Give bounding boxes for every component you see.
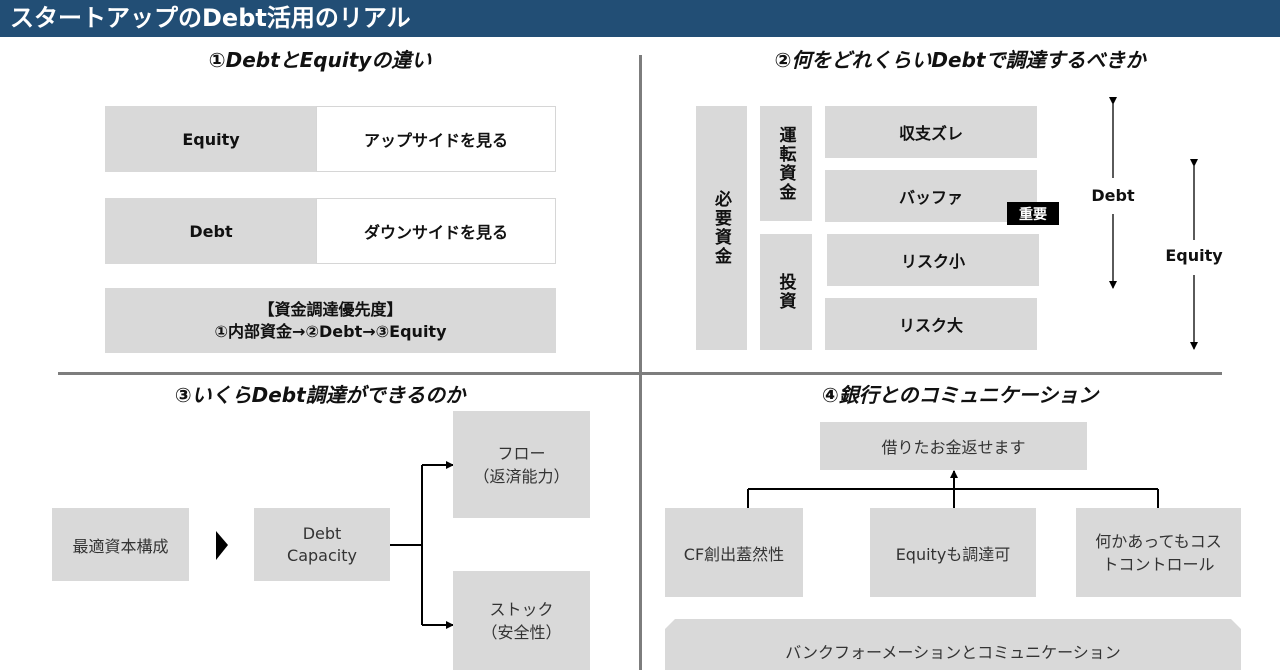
investment-box: 投資	[760, 234, 812, 350]
debt-capacity-box: Debt Capacity	[254, 508, 390, 581]
section4-title: ④銀行とのコミュニケーション	[821, 383, 1099, 407]
stock-sublabel: （安全性）	[481, 622, 562, 642]
page-header: スタートアップのDebt活用のリアル	[0, 0, 1280, 37]
equity-fundable-box: Equityも調達可	[870, 508, 1036, 597]
debt-desc: ダウンサイドを見る	[363, 223, 508, 242]
high-risk-box: リスク大	[825, 298, 1037, 350]
flow-sublabel: （返済能力）	[473, 466, 570, 486]
equity-label-box: Equity	[105, 106, 317, 172]
optimal-capital-structure-box: 最適資本構成	[52, 508, 189, 581]
can-repay-label: 借りたお金返せます	[881, 438, 1026, 457]
equity-desc: アップサイドを見る	[363, 131, 508, 150]
bank-formation-box: バンクフォーメーションとコミュニケーション	[665, 619, 1241, 670]
debt-range-label: Debt	[1085, 186, 1141, 208]
working-capital-label: 運転資金	[775, 125, 796, 202]
cashflow-gap-label: 収支ズレ	[898, 124, 963, 143]
can-repay-box: 借りたお金返せます	[820, 422, 1087, 470]
required-funds-label: 必要資金	[711, 190, 731, 266]
cost-control-line2: トコントロール	[1102, 554, 1215, 574]
page-title: スタートアップのDebt活用のリアル	[10, 4, 411, 32]
optimal-capital-structure-label: 最適資本構成	[72, 536, 169, 556]
buffer-label: バッファ	[898, 188, 963, 207]
cost-control-box: 何かあってもコス トコントロール	[1076, 508, 1241, 597]
cost-control-line1: 何かあってもコス	[1095, 531, 1222, 551]
stock-box: ストック （安全性）	[453, 571, 590, 670]
stock-label: ストック	[489, 599, 554, 619]
required-funds-box: 必要資金	[696, 106, 747, 350]
priority-order: ①内部資金→②Debt→③Equity	[214, 321, 447, 341]
equity-label: Equity	[182, 129, 240, 149]
buffer-box: バッファ	[825, 170, 1037, 222]
low-risk-box: リスク小	[827, 234, 1039, 286]
important-badge: 重要	[1007, 202, 1059, 225]
funding-priority-box: 【資金調達優先度】 ①内部資金→②Debt→③Equity	[105, 288, 556, 353]
equity-desc-box: アップサイドを見る	[316, 106, 556, 172]
section1-title: ①DebtとEquityの違い	[208, 48, 432, 72]
section2-title: ②何をどれくらいDebtで調達するべきか	[774, 48, 1146, 72]
flow-label: フロー	[497, 443, 546, 463]
debt-label: Debt	[189, 221, 233, 241]
cf-generation-box: CF創出蓋然性	[665, 508, 803, 597]
debt-capacity-line1: Debt	[302, 523, 342, 543]
debt-label-box: Debt	[105, 198, 317, 264]
vertical-divider	[639, 55, 642, 670]
working-capital-box: 運転資金	[760, 106, 812, 221]
priority-heading: 【資金調達優先度】	[258, 299, 403, 319]
bank-formation-label: バンクフォーメーションとコミュニケーション	[785, 643, 1121, 662]
investment-label: 投資	[775, 273, 796, 311]
equity-range-label: Equity	[1160, 246, 1228, 268]
debt-desc-box: ダウンサイドを見る	[316, 198, 556, 264]
equity-fundable-label: Equityも調達可	[895, 544, 1011, 564]
cashflow-gap-box: 収支ズレ	[825, 106, 1037, 158]
flow-box: フロー （返済能力）	[453, 411, 590, 518]
section3-title: ③いくらDebt調達ができるのか	[174, 383, 466, 407]
high-risk-label: リスク大	[898, 316, 963, 335]
horizontal-divider	[58, 372, 1222, 375]
low-risk-label: リスク小	[900, 252, 965, 271]
debt-capacity-line2: Capacity	[287, 545, 357, 565]
important-badge-label: 重要	[1019, 206, 1047, 223]
cf-generation-label: CF創出蓋然性	[683, 544, 785, 564]
